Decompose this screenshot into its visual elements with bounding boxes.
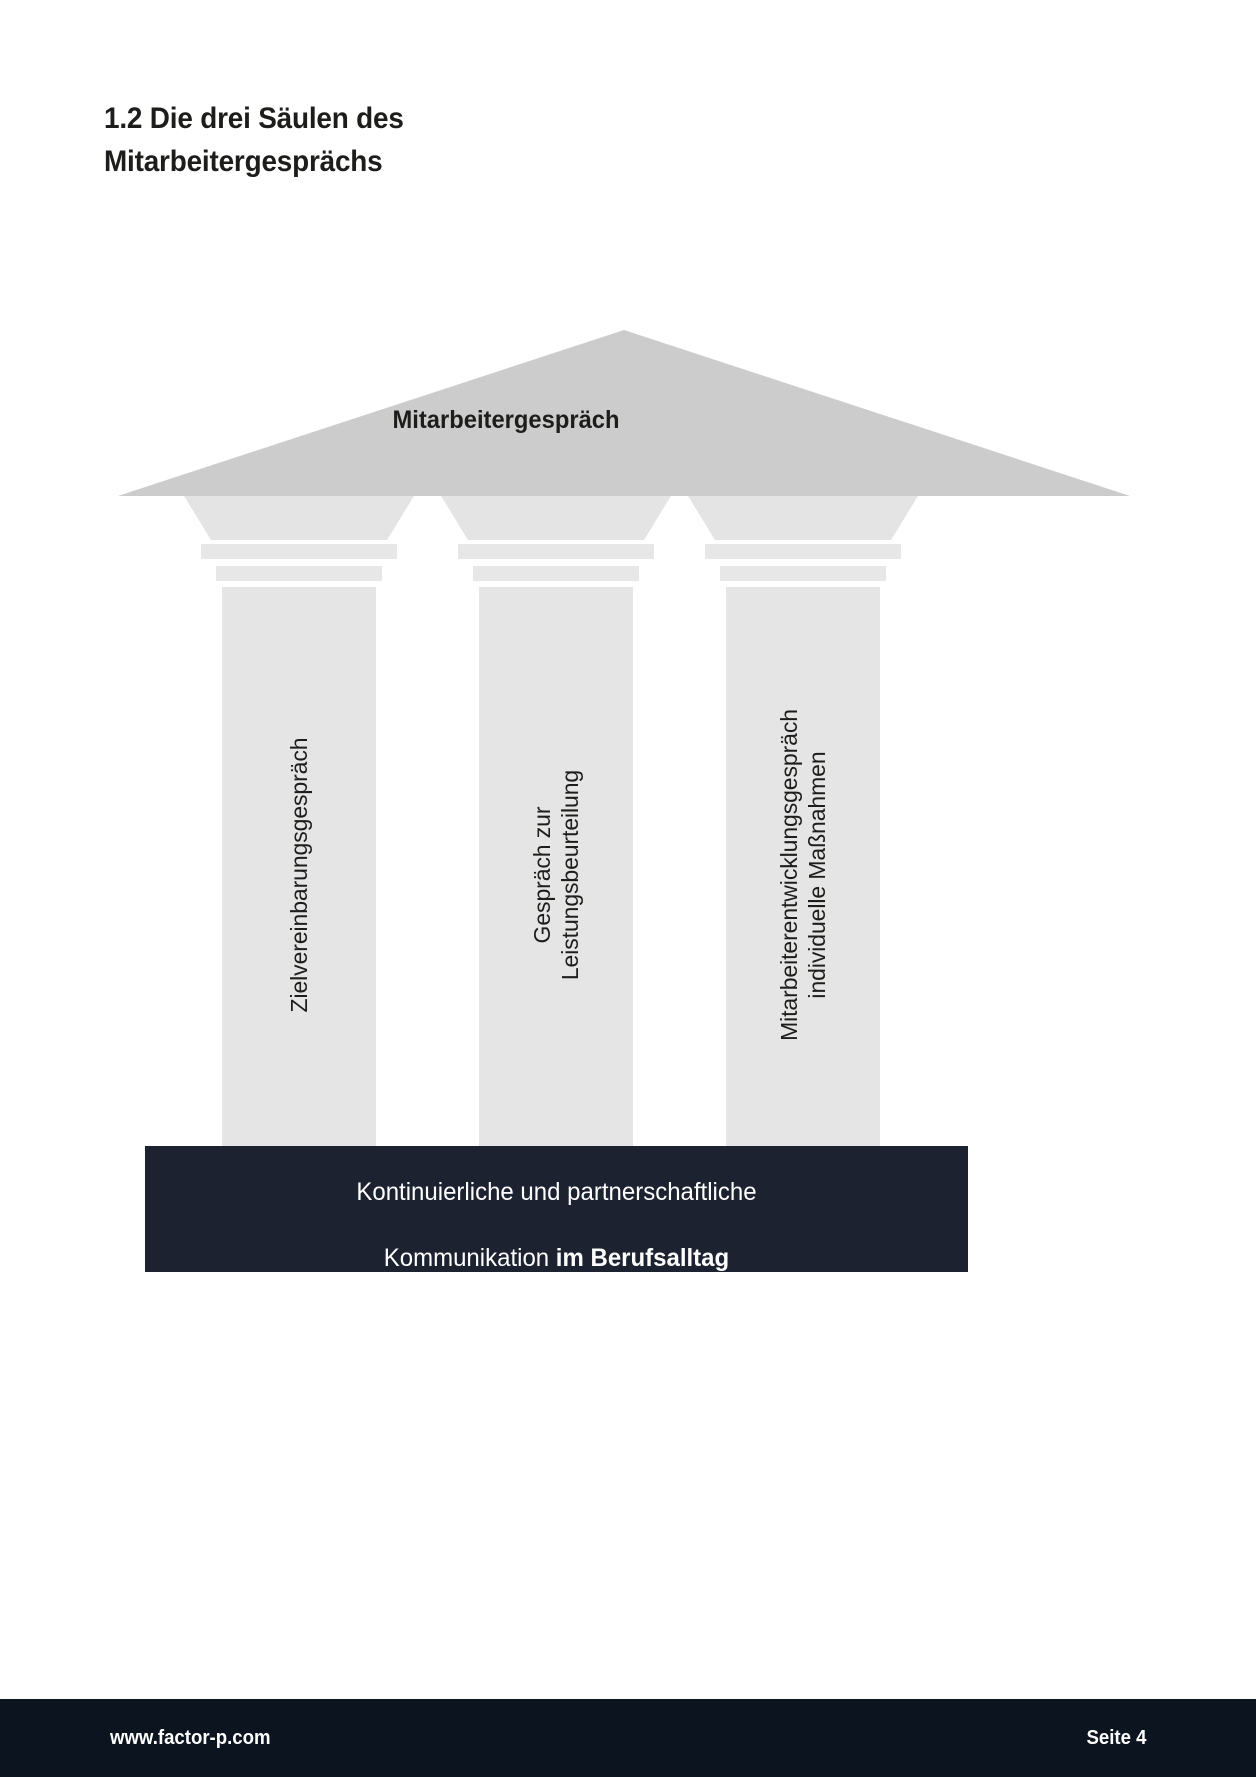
pillar-1-label: Zielvereinbarungsgespräch [285, 737, 312, 1012]
pillar-3-shaft: Mitarbeiterentwicklungsgespräch individu… [726, 587, 880, 1162]
pillar-2-shaft: Gespräch zur Leistungsbeurteilung [479, 587, 633, 1162]
pillar-3: Mitarbeiterentwicklungsgespräch individu… [688, 496, 918, 1186]
page-footer: www.factor-p.com Seite 4 [0, 1699, 1256, 1777]
pediment-shape-icon [118, 330, 1130, 496]
pillar-1-capital-bar-wide [201, 544, 397, 559]
pediment-label: Mitarbeitergespräch [392, 406, 620, 434]
pillar-2-capital-bar-wide [458, 544, 654, 559]
pillar-2: Gespräch zur Leistungsbeurteilung [441, 496, 671, 1186]
pediment-triangle [118, 330, 1130, 496]
page-title: 1.2 Die drei Säulen des Mitarbeitergespr… [104, 102, 404, 178]
footer-website-link[interactable]: www.factor-p.com [110, 1726, 271, 1749]
pillar-1-capital-bar-narrow [216, 566, 382, 581]
pillar-2-capital [441, 496, 671, 540]
pillar-2-capital-bar-narrow [473, 566, 639, 581]
pillar-3-capital-bar-narrow [720, 566, 886, 581]
foundation-line-2-bold: im Berufsalltag [555, 1244, 730, 1273]
pillar-3-capital [688, 496, 918, 540]
foundation-block: Kontinuierliche und partnerschaftliche K… [145, 1146, 968, 1272]
foundation-line-1: Kontinuierliche und partnerschaftliche [356, 1177, 757, 1206]
pillar-3-capital-bar-wide [705, 544, 901, 559]
foundation-line-2-normal: Kommunikation [383, 1244, 556, 1273]
pillar-1-capital [184, 496, 414, 540]
foundation-text: Kontinuierliche und partnerschaftliche K… [356, 1143, 756, 1276]
pillar-3-label: Mitarbeiterentwicklungsgespräch individu… [775, 708, 830, 1041]
temple-diagram: Mitarbeitergespräch Zielvereinbarungsges… [0, 300, 1256, 1300]
pillar-1-shaft: Zielvereinbarungsgespräch [222, 587, 376, 1162]
pillar-2-label: Gespräch zur Leistungsbeurteilung [528, 769, 583, 980]
footer-page-number: Seite 4 [1086, 1726, 1146, 1749]
pillar-1: Zielvereinbarungsgespräch [184, 496, 414, 1186]
